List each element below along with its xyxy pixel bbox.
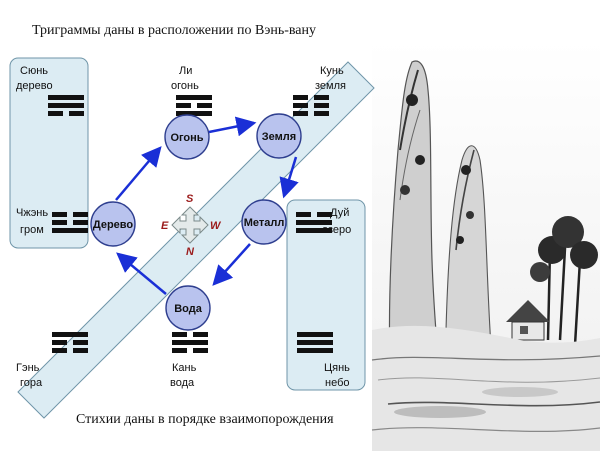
node-wood-label: Дерево <box>93 219 134 231</box>
trigram-element-li: огонь <box>171 80 199 92</box>
yin-line-segment <box>314 95 329 100</box>
yang-line <box>48 103 84 108</box>
direction-east: E <box>161 220 169 232</box>
yin-line-segment <box>197 103 212 108</box>
arrow-fire-earth <box>208 116 257 137</box>
trigram-name-qian: Цянь <box>324 362 350 374</box>
yin-line-segment <box>176 103 191 108</box>
node-wood: Дерево <box>90 201 136 247</box>
yang-line <box>172 340 208 345</box>
yin-line-segment <box>73 212 88 217</box>
trigram-gen-icon <box>52 332 88 353</box>
yin-line-segment <box>293 95 308 100</box>
trigram-name-xun: Сюнь <box>20 65 48 77</box>
arrow-metal-water <box>212 243 251 286</box>
trigram-element-kan: вода <box>170 377 195 389</box>
yang-line <box>297 348 333 353</box>
yang-line <box>296 220 332 225</box>
node-metal: Металл <box>241 199 287 245</box>
yin-line-segment <box>48 111 63 116</box>
yin-line-segment <box>293 103 308 108</box>
cycle-arrows <box>115 116 299 295</box>
title-top: Триграммы даны в расположении по Вэнь-ва… <box>32 23 316 38</box>
yin-line-segment <box>296 212 311 217</box>
trigram-dui-icon <box>296 212 332 233</box>
trigram-element-xun: дерево <box>16 80 53 92</box>
trigram-name-li: Ли <box>179 65 192 77</box>
node-fire: Огонь <box>164 114 210 160</box>
yang-line <box>52 228 88 233</box>
yin-line-segment <box>73 340 88 345</box>
yin-line-segment <box>73 348 88 353</box>
yin-line-segment <box>73 220 88 225</box>
node-earth: Земля <box>256 113 302 159</box>
arrow-water-wood <box>116 252 167 295</box>
trigram-li-icon <box>176 95 212 116</box>
arrow-earth-metal <box>279 156 299 199</box>
arrow-wood-fire <box>115 146 162 201</box>
yin-line-segment <box>52 340 67 345</box>
yang-line <box>176 95 212 100</box>
trigram-element-qian: небо <box>325 377 350 389</box>
title-bottom: Стихии даны в порядке взаимопорождения <box>76 412 334 427</box>
trigram-zhen-icon <box>52 212 88 233</box>
yang-line <box>48 95 84 100</box>
trigram-name-kun: Кунь <box>320 65 344 77</box>
trigram-element-kun: земля <box>315 80 346 92</box>
yin-line-segment <box>172 348 187 353</box>
node-fire-label: Огонь <box>170 132 203 144</box>
trigram-name-kan: Кань <box>172 362 197 374</box>
ink-landscape-icon <box>371 40 600 451</box>
four-arrows-icon <box>171 206 209 244</box>
trigram-name-zhen: Чжэнь <box>16 207 48 219</box>
yin-line-segment <box>293 111 308 116</box>
trigram-qian-icon <box>297 332 333 353</box>
trigram-element-gen: гора <box>20 377 43 389</box>
yang-line <box>297 340 333 345</box>
yin-line-segment <box>314 111 329 116</box>
node-earth-label: Земля <box>262 131 296 143</box>
yang-line <box>296 228 332 233</box>
yang-line <box>52 332 88 337</box>
yin-line-segment <box>317 212 332 217</box>
yin-line-segment <box>52 348 67 353</box>
yin-line-segment <box>193 348 208 353</box>
node-water: Вода <box>165 285 211 331</box>
trigram-name-gen: Гэнь <box>16 362 40 374</box>
yin-line-segment <box>52 220 67 225</box>
trigram-kun-icon <box>293 95 329 116</box>
yin-line-segment <box>193 332 208 337</box>
direction-west: W <box>210 220 222 232</box>
yin-line-segment <box>172 332 187 337</box>
trigram-name-dui: Дуй <box>330 207 349 219</box>
node-metal-label: Металл <box>244 217 285 229</box>
yang-line <box>297 332 333 337</box>
trigram-kan-icon <box>172 332 208 353</box>
trigram-xun-icon <box>48 95 84 116</box>
yin-line-segment <box>69 111 84 116</box>
yin-line-segment <box>52 212 67 217</box>
direction-south: S <box>186 193 194 205</box>
trigram-element-zhen: гром <box>20 224 44 236</box>
node-water-label: Вода <box>174 303 203 315</box>
yang-line <box>176 111 212 116</box>
yin-line-segment <box>314 103 329 108</box>
direction-north: N <box>186 246 195 258</box>
